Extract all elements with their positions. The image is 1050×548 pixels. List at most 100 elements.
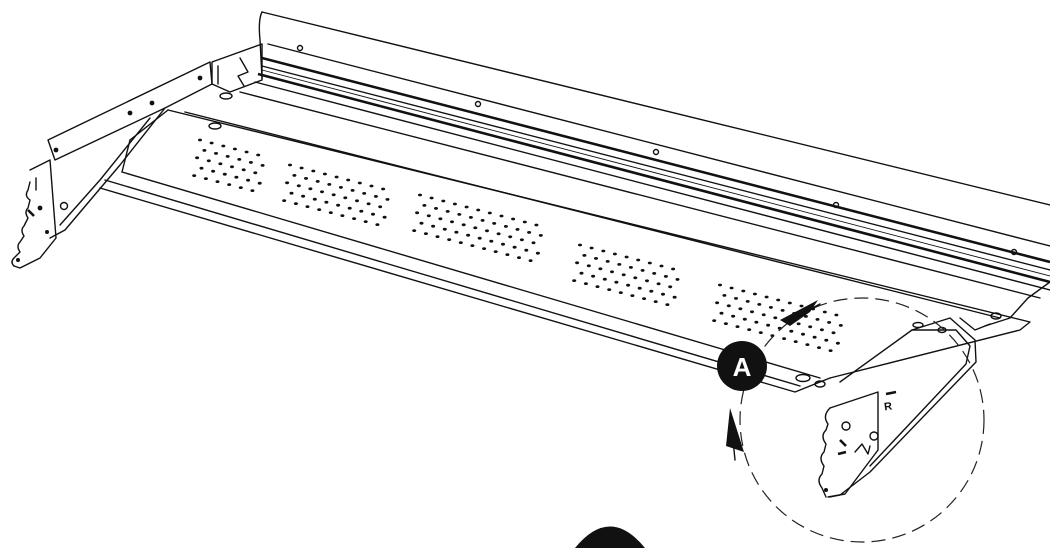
perforation-hole [505, 253, 510, 256]
perforation-hole [735, 325, 740, 328]
perforation-hole [422, 204, 427, 207]
perforation-hole [343, 196, 348, 200]
perforation-hole [672, 295, 677, 299]
perforation-hole [366, 202, 371, 206]
perforation-hole [357, 181, 362, 185]
perforation-hole [355, 199, 359, 203]
perforation-hole [508, 235, 513, 239]
perforation-holes [192, 138, 843, 352]
perforation-hole [441, 199, 446, 203]
perforation-hole [752, 292, 757, 296]
perforation-hole [253, 171, 258, 175]
perforation-hole [647, 261, 652, 265]
perforation-hole [723, 322, 728, 325]
perforation-hole [324, 200, 329, 204]
perforation-hole [458, 241, 463, 245]
perforation-hole [431, 224, 436, 228]
perforation-hole [741, 289, 746, 293]
perforation-hole [789, 329, 794, 333]
perforation-hole [248, 161, 253, 164]
perforation-hole [198, 138, 202, 142]
perforation-hole [653, 300, 658, 303]
perforation-hole [729, 286, 734, 290]
perforation-hole [246, 178, 251, 182]
perforation-hole [780, 309, 785, 312]
perforation-hole [487, 211, 492, 215]
perforation-hole [726, 304, 731, 308]
perforation-hole [435, 235, 440, 239]
perforation-hole [764, 295, 769, 299]
perforation-hole [671, 267, 676, 271]
perforation-hole [515, 228, 520, 231]
perforation-hole [612, 252, 617, 256]
perforation-hole [285, 181, 290, 185]
partial-badge [575, 526, 645, 548]
perforation-hole [649, 289, 654, 293]
perforation-hole [225, 155, 230, 158]
perforation-hole [480, 219, 485, 222]
perforation-hole [583, 282, 588, 285]
perforation-hole [426, 214, 431, 218]
perforation-hole [304, 177, 308, 180]
perforation-hole [482, 247, 487, 251]
perforation-hole [429, 196, 434, 200]
perforation-hole [232, 147, 237, 151]
bracket-side-label: R [883, 400, 893, 413]
perforation-hole [447, 238, 452, 242]
perforation-hole [586, 264, 591, 268]
perforation-hole [214, 152, 218, 155]
perforation-hole [614, 280, 619, 284]
perforation-hole [750, 310, 754, 314]
perforation-hole [675, 278, 680, 281]
perforation-hole [835, 341, 840, 345]
perforation-hole [626, 283, 631, 287]
perforation-hole [461, 223, 466, 227]
perforation-hole [477, 236, 482, 240]
perforation-hole [607, 288, 612, 291]
perforated-shelf [99, 109, 1031, 393]
callout-badge: A [717, 341, 767, 391]
perforation-hole [192, 174, 197, 178]
perforation-hole [234, 175, 239, 179]
perforation-hole [605, 260, 610, 263]
perforation-hole [745, 300, 750, 303]
perforation-hole [805, 343, 810, 346]
perforation-hole [473, 226, 478, 230]
perforation-hole [423, 232, 428, 236]
perforation-hole [350, 189, 355, 192]
perforation-hole [538, 234, 543, 237]
perforation-hole [601, 249, 606, 253]
perforation-hole [346, 178, 351, 182]
perforation-hole [327, 183, 332, 186]
perforation-hole [301, 194, 306, 198]
perforation-hole [375, 223, 380, 227]
perforation-hole [292, 174, 297, 177]
perforation-hole [293, 202, 298, 206]
perforation-hole [665, 303, 670, 306]
perforation-hole [661, 292, 665, 296]
perforation-hole [776, 298, 781, 302]
perforation-hole [352, 217, 357, 221]
perforation-hole [250, 189, 255, 193]
perforation-hole [572, 279, 577, 282]
perforation-hole [524, 248, 529, 252]
perforation-hole [315, 180, 320, 183]
perforation-hole [317, 208, 322, 212]
perforation-hole [257, 181, 262, 185]
perforation-hole [642, 297, 647, 300]
perforation-hole [734, 297, 738, 300]
perforation-hole [712, 319, 717, 322]
perforation-hole [489, 239, 494, 243]
perforation-hole [582, 254, 587, 257]
perforation-hole [624, 255, 629, 259]
perforation-hole [222, 172, 227, 176]
perforation-hole [819, 328, 824, 332]
perforation-hole [589, 246, 594, 250]
perforation-hole [378, 205, 383, 209]
perforation-hole [731, 314, 736, 318]
perforation-hole [633, 276, 638, 280]
perforation-hole [715, 301, 720, 305]
perforation-hole [787, 301, 792, 305]
left-side-bracket [11, 61, 213, 269]
perforation-hole [827, 321, 832, 324]
